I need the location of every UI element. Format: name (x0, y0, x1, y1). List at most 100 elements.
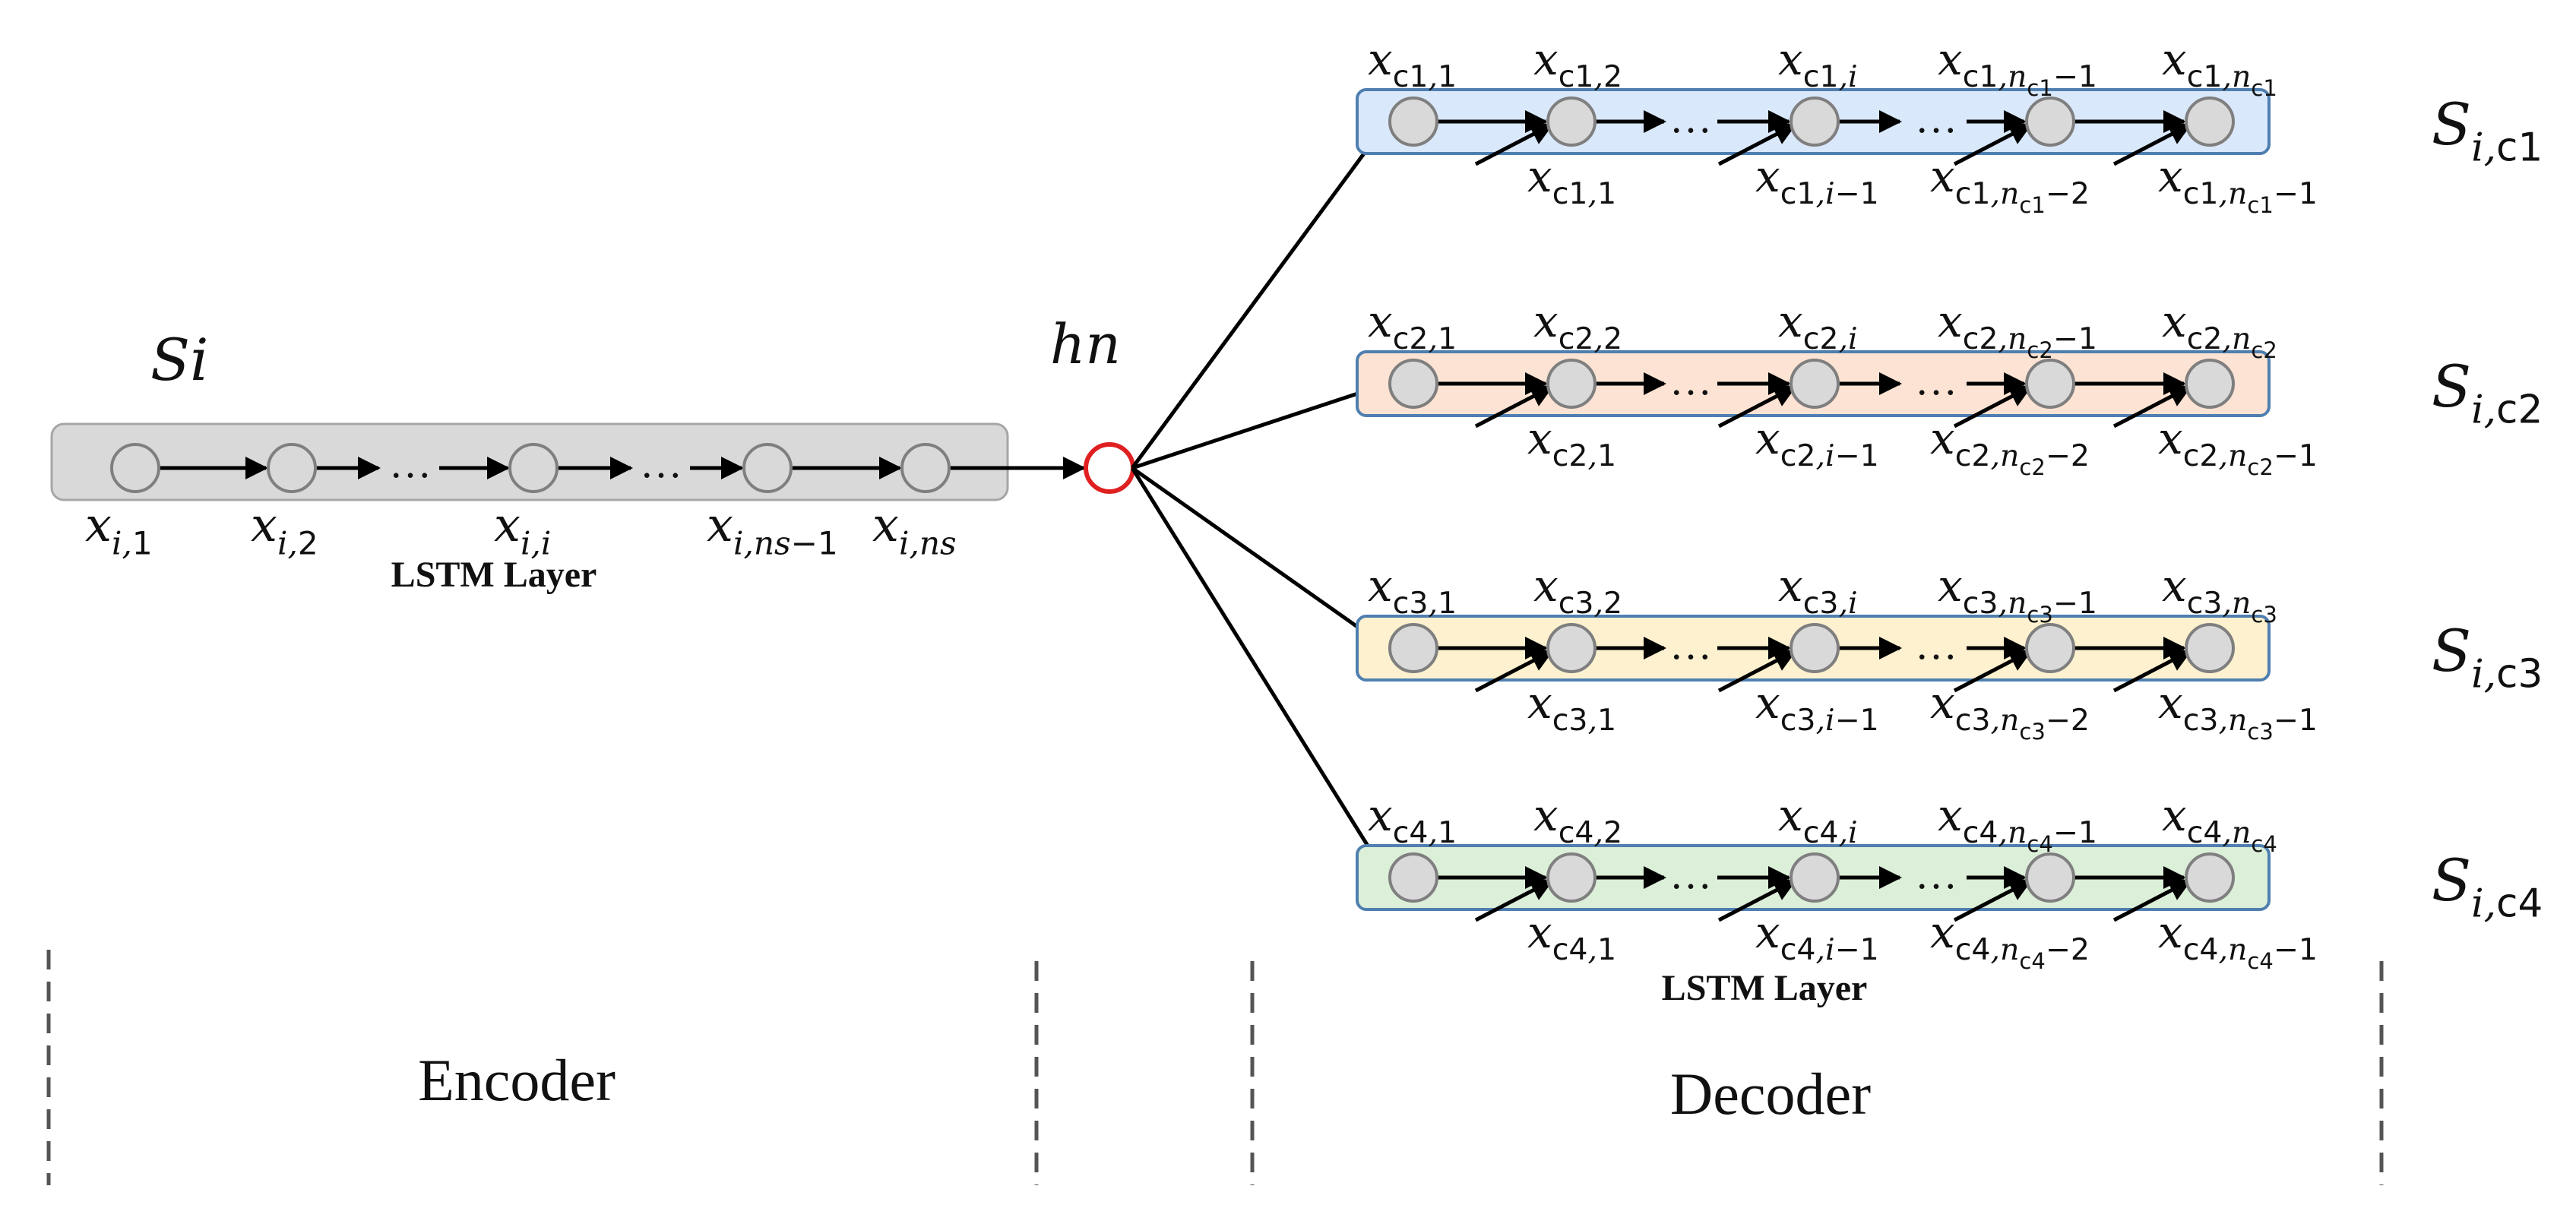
decoder-section-label: Decoder (1670, 1061, 1871, 1127)
flow-arrow (1131, 466, 1390, 650)
decoder-node (1546, 623, 1597, 673)
flow-arrow (2112, 878, 2192, 922)
decoder-bottom-label: xc4,1 (1527, 906, 1616, 967)
decoder-node (1388, 359, 1438, 409)
decoder-top-label: xc2,nc2 (2162, 296, 2277, 363)
decoder-ellipsis: … (1915, 851, 1957, 898)
section-dividers (46, 950, 2384, 1185)
decoder-bottom-label: xc3,nc3−1 (2158, 677, 2318, 745)
decoder-output-label: Si,c4 (2432, 846, 2543, 926)
encoder-node (742, 443, 793, 493)
encoder-sequence-label: Si (150, 326, 208, 394)
flow-arrow (1717, 649, 1797, 693)
decoder-top-label: xc2,nc2−1 (1938, 296, 2097, 363)
encoder-node-chain: …… (110, 440, 1086, 493)
decoder-node (1546, 852, 1597, 903)
decoder-ellipsis: … (1915, 621, 1957, 669)
flow-arrow (1717, 122, 1797, 166)
decoder-top-label: xc4,nc4 (2162, 789, 2277, 857)
encoder-node-label: xi,1 (85, 497, 153, 561)
decoder-bottom-label: xc1,nc1−1 (2158, 150, 2318, 218)
decoder-top-label: xc1,1 (1368, 33, 1457, 94)
encoder-node (267, 443, 317, 493)
decoder-node (2185, 359, 2235, 409)
decoder-top-label: xc4,nc4−1 (1938, 789, 2097, 857)
encoder-node (508, 443, 559, 493)
encoder-node-label: xi,i (494, 497, 551, 561)
decoder-node (1388, 623, 1438, 673)
flow-arrow (1130, 467, 1390, 880)
decoder-top-label: xc2,i (1778, 296, 1858, 356)
flow-arrow (2112, 649, 2192, 693)
decoder-output-label: Si,c3 (2432, 617, 2543, 697)
hidden-state-group: hn (1050, 312, 1135, 494)
encoder-layer-label: LSTM Layer (391, 555, 597, 595)
flow-arrow (2112, 384, 2192, 429)
encoder-section-label: Encoder (418, 1047, 616, 1113)
decoder-output-label: Si,c1 (2432, 90, 2543, 170)
decoder-node (1790, 623, 1840, 673)
flow-arrow (1474, 122, 1554, 166)
flow-arrow (2112, 122, 2192, 166)
decoder-ellipsis: … (1669, 621, 1712, 669)
decoder-output-label: Si,c2 (2432, 353, 2543, 432)
decoder-top-label: xc1,nc1−1 (1938, 33, 2097, 101)
decoder-group: … … xc1,1 xc1,2 xc1,i xc1,nc1−1 xc1,nc1 xc1,1 xc… (1356, 33, 2543, 974)
decoder-bottom-label: xc4,nc4−1 (2158, 906, 2318, 974)
encoder-node (900, 443, 951, 493)
decoder-node (1790, 96, 1840, 147)
decoder-top-label: xc2,1 (1368, 296, 1457, 356)
decoder-ellipsis: … (1669, 357, 1712, 404)
decoder-top-label: xc1,i (1778, 33, 1858, 94)
decoder-top-label: xc1,2 (1533, 33, 1622, 94)
decoder-node (2185, 852, 2235, 903)
flow-arrow (1953, 878, 2033, 922)
decoder-bottom-label: xc4,i−1 (1755, 906, 1879, 967)
flow-arrow (1953, 384, 2033, 429)
decoder-node (2185, 96, 2235, 147)
decoder-top-label: xc3,i (1778, 560, 1858, 621)
decoder-layer-label: LSTM Layer (1662, 968, 1868, 1008)
flow-arrow (1474, 878, 1554, 922)
flow-arrow (1953, 649, 2033, 693)
decoder-node (1790, 359, 1840, 409)
decoder-bottom-label: xc2,nc2−2 (1930, 413, 2090, 480)
decoder-bottom-label: xc3,nc3−2 (1930, 677, 2090, 745)
decoder-node (2025, 623, 2075, 673)
decoder-bottom-label: xc2,i−1 (1755, 413, 1879, 473)
decoder-bottom-label: xc1,1 (1527, 150, 1616, 211)
decoder-bottom-label: xc2,1 (1527, 413, 1616, 473)
decoder-node (2025, 96, 2075, 147)
decoder-top-label: xc3,2 (1533, 560, 1622, 621)
flow-arrow (1953, 122, 2033, 166)
decoder-bottom-label: xc3,i−1 (1755, 677, 1879, 738)
flow-arrow (1474, 649, 1554, 693)
encoder-ellipsis: … (640, 440, 682, 487)
decoder-top-label: xc3,nc3 (2162, 560, 2277, 628)
encoder-node-label: xi,ns−1 (707, 497, 838, 561)
decoder-node (2025, 359, 2075, 409)
decoder-ellipsis: … (1915, 357, 1957, 404)
encoder-node-label: xi,ns (872, 497, 957, 561)
decoder-bottom-label: xc2,nc2−1 (2158, 413, 2318, 480)
flow-arrow (1131, 379, 1390, 470)
flow-arrow (1717, 878, 1797, 922)
flow-arrow (1130, 119, 1390, 470)
encoder-ellipsis: … (389, 440, 432, 487)
decoder-node (1546, 359, 1597, 409)
decoder-bottom-label: xc1,nc1−2 (1930, 150, 2090, 218)
decoder-top-label: xc3,nc3−1 (1938, 560, 2097, 628)
decoder-top-label: xc1,nc1 (2162, 33, 2277, 101)
decoder-node (2185, 623, 2235, 673)
decoder-ellipsis: … (1669, 851, 1712, 898)
decoder-node (1388, 96, 1438, 147)
encoder-node (110, 443, 160, 493)
decoder-node (1388, 852, 1438, 903)
decoder-ellipsis: … (1669, 95, 1712, 142)
